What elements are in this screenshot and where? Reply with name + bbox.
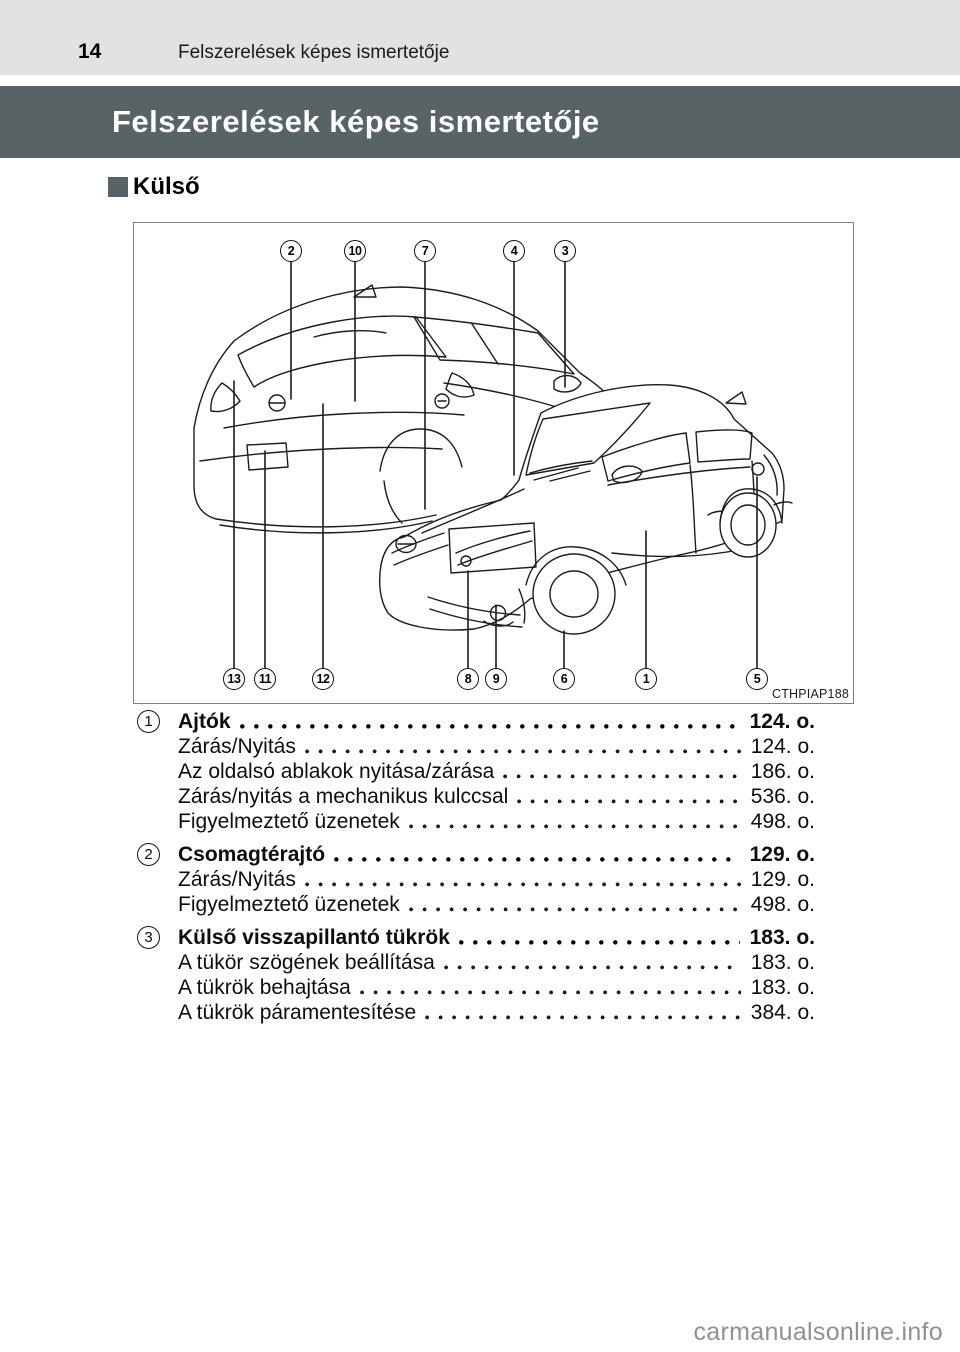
toc-subitem: Zárás/nyitás a mechanikus kulccsal 536. … [133, 784, 815, 809]
dot-leader [334, 842, 740, 867]
running-header-band: 14 Felszerelések képes ismertetője [0, 0, 960, 75]
toc-subitem-page-ref: 498. o. [750, 809, 815, 833]
toc-subitem-page-ref: 384. o. [750, 1000, 815, 1024]
headlight-inset-box [448, 522, 537, 574]
callout-9: 9 [485, 668, 507, 690]
toc-subitem-page-ref: 536. o. [750, 784, 815, 808]
toc-subitem-page-ref: 498. o. [750, 892, 815, 916]
toc-subitem-label: Figyelmeztető üzenetek [178, 809, 400, 833]
toc-item-number-badge: 3 [137, 926, 160, 949]
callout-4: 4 [503, 240, 525, 262]
toc-subitem-label: A tükör szögének beállítása [178, 950, 435, 974]
callout-6: 6 [553, 668, 575, 690]
dot-leader [408, 809, 741, 834]
toc-item-doors: 1 Ajtók 124. o. Zárás/Nyitás 124. o. Az … [133, 709, 815, 834]
dot-leader [503, 759, 742, 784]
dot-leader [443, 950, 741, 975]
toc-subitem: Figyelmeztető üzenetek 498. o. [133, 809, 815, 834]
callout-11: 11 [254, 668, 276, 690]
toc-subitem-page-ref: 186. o. [750, 759, 815, 783]
toc-subitem: Az oldalsó ablakok nyitása/zárása 186. o… [133, 759, 815, 784]
toc-item-title: Külső visszapillantó tükrök [178, 925, 450, 949]
callout-1: 1 [635, 668, 657, 690]
square-bullet-icon [108, 177, 128, 197]
toc-item-page-ref: 183. o. [749, 925, 815, 949]
toc-item-title: Ajtók [178, 709, 231, 733]
toc-subitem-label: Zárás/Nyitás [178, 734, 296, 758]
toc-item-tailgate: 2 Csomagtérajtó 129. o. Zárás/Nyitás 129… [133, 842, 815, 917]
toc-subitem-page-ref: 183. o. [750, 975, 815, 999]
toc-subitem-page-ref: 124. o. [750, 734, 815, 758]
front-view-car [379, 384, 793, 635]
callout-5: 5 [746, 668, 768, 690]
toc-item-page-ref: 124. o. [749, 709, 815, 733]
toc-subitem: Figyelmeztető üzenetek 498. o. [133, 892, 815, 917]
toc-subitem: A tükrök páramentesítése 384. o. [133, 1000, 815, 1025]
toc-subitem-page-ref: 129. o. [750, 867, 815, 891]
toc-main-row: 2 Csomagtérajtó 129. o. [133, 842, 815, 867]
dot-leader [408, 892, 741, 917]
toc-subitem: A tükör szögének beállítása 183. o. [133, 950, 815, 975]
callout-10: 10 [344, 240, 366, 262]
callout-12: 12 [312, 668, 334, 690]
toc-subitem: A tükrök behajtása 183. o. [133, 975, 815, 1000]
toc-subitem-label: Figyelmeztető üzenetek [178, 892, 400, 916]
toc-item-title: Csomagtérajtó [178, 842, 326, 866]
toc-subitem: Zárás/Nyitás 124. o. [133, 734, 815, 759]
leader-lines [233, 260, 758, 670]
section-heading: Külső [108, 175, 200, 199]
toc-subitem-page-ref: 183. o. [750, 950, 815, 974]
dot-leader [458, 925, 740, 950]
callout-3: 3 [554, 240, 576, 262]
watermark: carmanualsonline.info [693, 1318, 943, 1346]
exterior-diagram-frame: 2 10 7 4 3 13 11 12 8 9 6 1 5 CTHPIAP188 [133, 222, 854, 704]
dot-leader [304, 734, 741, 759]
toc-item-mirrors: 3 Külső visszapillantó tükrök 183. o. A … [133, 925, 815, 1025]
callout-7: 7 [414, 240, 436, 262]
callout-2: 2 [280, 240, 302, 262]
dot-leader [304, 867, 741, 892]
dot-leader [425, 1000, 741, 1025]
page-title: Felszerelések képes ismertetője [112, 104, 600, 139]
dot-leader [517, 784, 742, 809]
callout-8: 8 [457, 668, 479, 690]
toc-subitem: Zárás/Nyitás 129. o. [133, 867, 815, 892]
callout-13: 13 [223, 668, 245, 690]
image-code: CTHPIAP188 [771, 687, 849, 701]
chapter-banner: Felszerelések képes ismertetője [0, 86, 960, 158]
page-number: 14 [78, 40, 102, 63]
toc-subitem-label: A tükrök páramentesítése [178, 1000, 417, 1024]
dot-leader [239, 709, 740, 734]
toc-subitem-label: A tükrök behajtása [178, 975, 351, 999]
toc-subitem-label: Zárás/Nyitás [178, 867, 296, 891]
rear-view-car [193, 284, 625, 534]
car-line-art [193, 260, 793, 670]
running-header-title: Felszerelések képes ismertetője [178, 42, 450, 63]
toc-main-row: 3 Külső visszapillantó tükrök 183. o. [133, 925, 815, 950]
picture-index: 1 Ajtók 124. o. Zárás/Nyitás 124. o. Az … [133, 709, 815, 1025]
toc-main-row: 1 Ajtók 124. o. [133, 709, 815, 734]
dot-leader [359, 975, 741, 1000]
toc-subitem-label: Az oldalsó ablakok nyitása/zárása [178, 759, 495, 783]
toc-item-page-ref: 129. o. [749, 842, 815, 866]
section-label: Külső [133, 173, 200, 200]
toc-subitem-label: Zárás/nyitás a mechanikus kulccsal [178, 784, 509, 808]
toc-item-number-badge: 1 [137, 710, 160, 733]
toc-item-number-badge: 2 [137, 843, 160, 866]
